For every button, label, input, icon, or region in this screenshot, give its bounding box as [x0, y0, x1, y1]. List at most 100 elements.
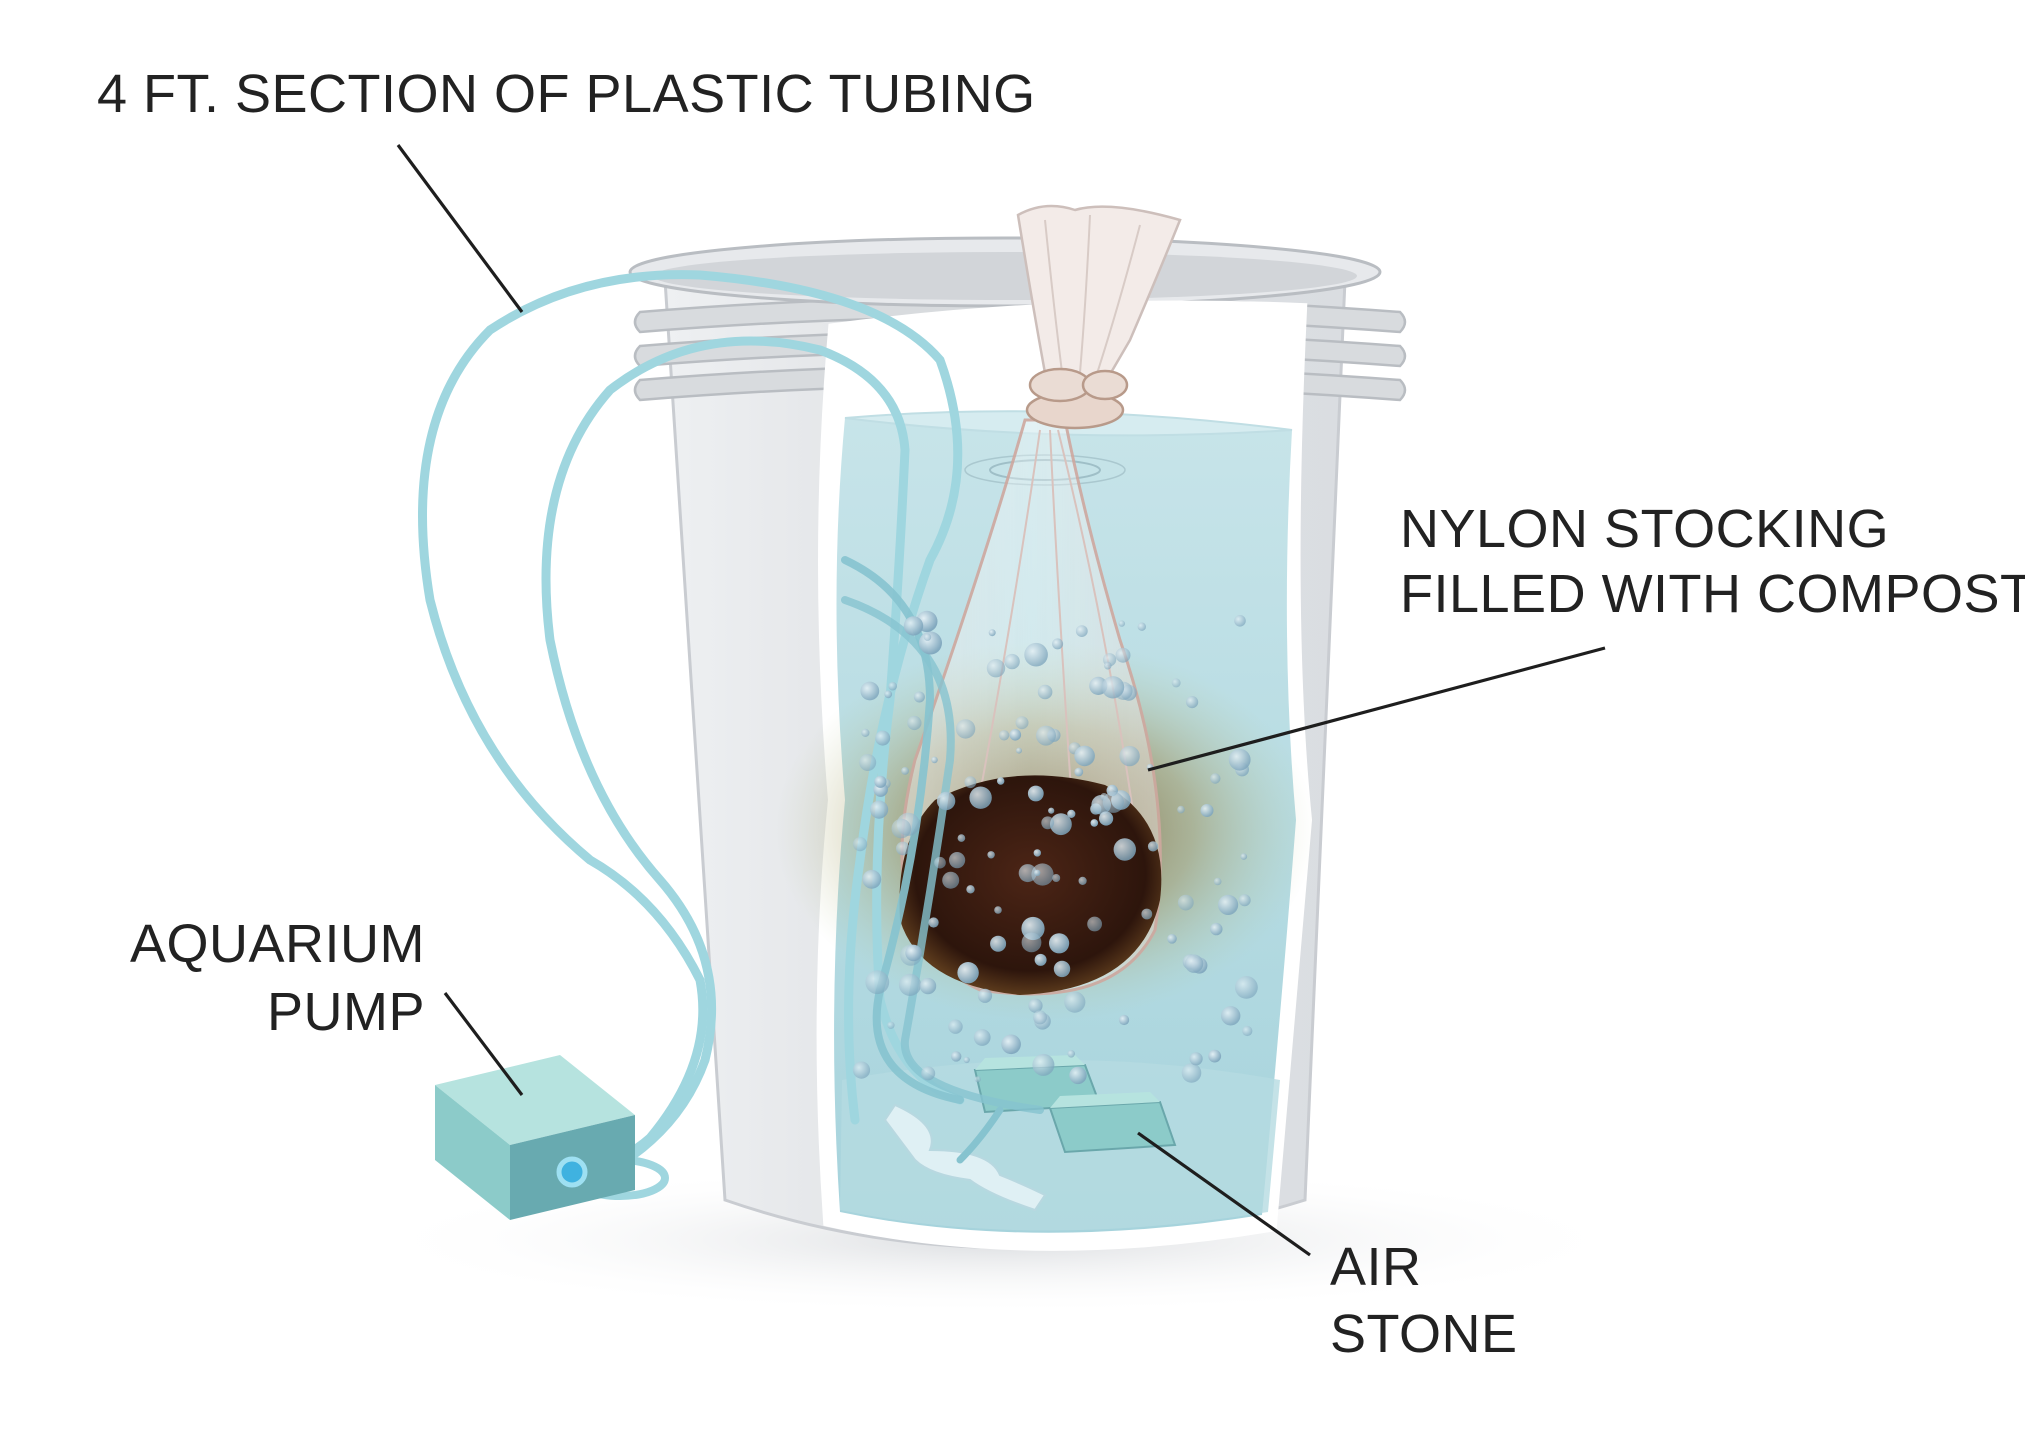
- bubble: [966, 885, 975, 894]
- bubble: [990, 935, 1007, 952]
- bubble: [905, 944, 922, 962]
- bubble: [1015, 716, 1029, 730]
- bubble: [1221, 1006, 1241, 1026]
- bubble: [1184, 954, 1204, 973]
- bubble: [1052, 638, 1064, 650]
- label-nylon-stocking-line2: FILLED WITH COMPOST: [1400, 564, 2025, 624]
- bubble: [1078, 876, 1087, 886]
- bubble: [1115, 647, 1131, 663]
- bubble: [1118, 620, 1126, 627]
- bubble: [1033, 849, 1042, 857]
- bubble: [852, 1061, 871, 1079]
- bubble: [888, 681, 897, 691]
- bubble: [997, 777, 1005, 785]
- bubble: [865, 970, 890, 995]
- bubble: [973, 1029, 991, 1046]
- bubble: [859, 754, 877, 771]
- bubble: [1177, 805, 1185, 814]
- bubble: [963, 1056, 970, 1064]
- stocking-knot-loop-2: [1081, 369, 1129, 401]
- bubble: [898, 973, 922, 997]
- stocking-knot-loop: [1028, 367, 1092, 403]
- bubble: [1147, 841, 1159, 852]
- bubble: [977, 988, 993, 1003]
- label-aquarium-pump-line2: PUMP: [267, 982, 425, 1042]
- label-air-stone-line1: AIR: [1330, 1237, 1422, 1297]
- bubbles: [852, 610, 1258, 1085]
- leader-pump: [443, 992, 524, 1096]
- bubble: [1033, 1010, 1047, 1025]
- bubble: [874, 775, 887, 788]
- bubble: [1119, 745, 1140, 767]
- bubble: [1234, 615, 1246, 627]
- bubble: [923, 633, 932, 641]
- bubble: [1181, 1063, 1202, 1083]
- bubble: [1200, 804, 1214, 817]
- bubble: [988, 629, 996, 637]
- bubble: [1240, 853, 1248, 860]
- bubble: [1228, 748, 1251, 771]
- bubble: [949, 852, 966, 869]
- bubble: [1032, 1053, 1055, 1076]
- bubble: [1016, 747, 1022, 754]
- bubble: [948, 1019, 963, 1034]
- bubble: [862, 869, 882, 889]
- bubble: [1067, 809, 1076, 819]
- stocking-fold-3: [1057, 429, 1141, 861]
- bubble: [913, 691, 925, 703]
- bubble: [1034, 869, 1041, 876]
- bubble: [884, 690, 893, 699]
- bubble: [1101, 676, 1125, 699]
- bubble: [951, 1051, 962, 1062]
- aquarium-pump: [435, 1055, 635, 1220]
- bubble: [957, 962, 979, 984]
- bubble: [1052, 874, 1061, 882]
- bubble: [1119, 1014, 1130, 1026]
- pump-outlet: [556, 1156, 588, 1188]
- bubble: [1208, 1049, 1222, 1063]
- bubble: [936, 791, 956, 811]
- bubble: [942, 871, 960, 889]
- bubble: [901, 767, 909, 775]
- bubble: [969, 786, 992, 809]
- bubble: [934, 856, 946, 869]
- pump-top: [435, 1055, 635, 1145]
- leader-stocking: [1147, 646, 1606, 772]
- bubble: [853, 837, 868, 852]
- bubble: [896, 841, 910, 856]
- bubble: [1001, 1034, 1021, 1055]
- bubble: [1238, 894, 1251, 907]
- bubble: [928, 917, 939, 928]
- bubble: [1053, 960, 1071, 978]
- bubble: [861, 728, 870, 738]
- bucket-opening: [653, 252, 1357, 300]
- bubble: [1137, 622, 1147, 631]
- bubble: [1031, 863, 1054, 886]
- bubble: [1218, 894, 1239, 916]
- bubble: [1210, 773, 1221, 784]
- bubble: [1213, 877, 1222, 886]
- bubble: [955, 719, 976, 739]
- label-air-stone-line2: STONE: [1330, 1304, 1518, 1364]
- bubble: [1074, 767, 1084, 777]
- bubble: [1087, 916, 1102, 932]
- bubble: [987, 851, 995, 859]
- air-stone-1-top: [975, 1055, 1085, 1070]
- air-stone-2: [1048, 1100, 1177, 1154]
- bubble: [891, 818, 912, 839]
- bubble: [1074, 745, 1095, 767]
- bubble: [921, 1066, 936, 1081]
- bubble: [1099, 811, 1114, 826]
- bubble: [1090, 819, 1099, 827]
- tubing-to-airstone: [956, 1106, 1004, 1164]
- bubble: [1041, 816, 1055, 830]
- bubble: [1235, 976, 1258, 999]
- water-bottom: [840, 1060, 1280, 1231]
- bubble: [1171, 678, 1181, 688]
- bubble: [964, 776, 977, 789]
- bubble: [1069, 1066, 1087, 1085]
- label-plastic-tubing: 4 FT. SECTION OF PLASTIC TUBING: [97, 64, 1036, 124]
- bubble: [1242, 1025, 1253, 1037]
- bubble: [1036, 725, 1056, 746]
